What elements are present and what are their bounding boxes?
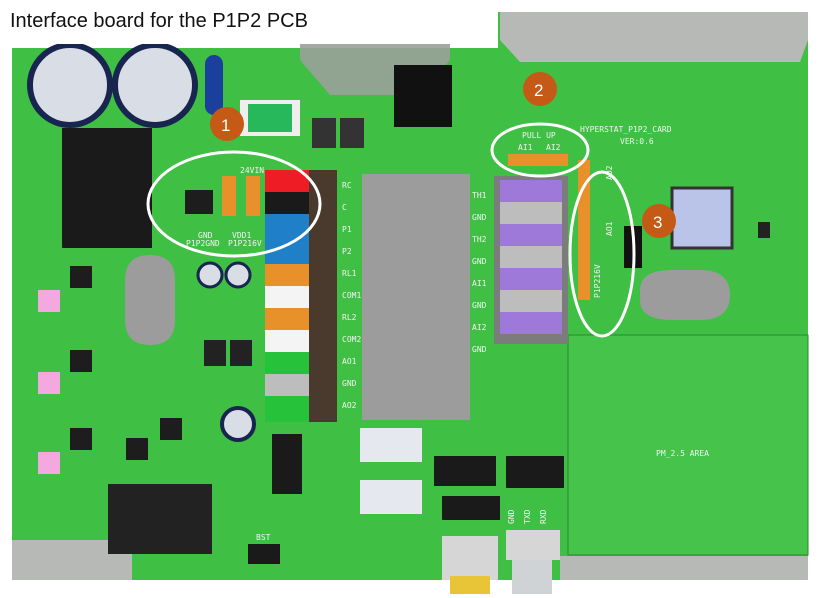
pin-header [108,484,212,554]
callout-2-text: 2 [534,81,543,100]
pm25-area [567,334,809,556]
label-p1p216v: P1P216V [228,239,262,248]
label-vdd1: VDD1 [232,231,251,240]
chip [394,65,452,127]
caption: Interface board for the P1P2 PCB [10,10,308,32]
board-cutout [640,270,730,320]
terminal-label-rl1: RL1 [342,269,357,278]
label-p1p216v-header: P1P216V [593,264,602,298]
terminal-label-rc: RC [342,181,352,190]
terminal-label-com2: COM2 [342,335,361,344]
pullup-ai2: AI2 [546,143,561,152]
terminal-label-p2: P2 [342,247,352,256]
label-gnd-bottom: GND [507,509,516,524]
terminal-label-ao2: AO2 [342,401,357,410]
mcu-chip [670,186,734,250]
terminal-label-ao1: AO1 [342,357,357,366]
board-edge [500,12,808,62]
capacitor [27,42,223,128]
left-terminal-block [265,170,337,422]
terminal-label-gnd-2: GND [472,257,487,266]
terminal-label-ai1: AI1 [472,279,487,288]
terminal-label-gnd-1: GND [472,213,487,222]
label-rxd: RXD [539,509,548,524]
terminal-label-c: C [342,203,347,212]
label-p1p2gnd: P1P2GND [186,239,220,248]
right-terminal-block [494,176,568,344]
caption-box: Interface board for the P1P2 PCB [0,0,498,44]
label-gnd-power: GND [198,231,213,240]
terminal-label-p1: P1 [342,225,352,234]
terminal-label-rl2: RL2 [342,313,357,322]
terminal-label-gnd-3: GND [472,301,487,310]
annotation-ellipse-pullup [490,122,590,178]
pullup-label: PULL UP [522,131,556,140]
callout-badge-3: 3 [642,204,676,238]
annotation-ellipse-power [146,150,322,258]
board-version: VER:0.6 [620,137,654,146]
pullup-ai1: AI1 [518,143,533,152]
callout-badge-1: 1 [210,107,244,141]
terminal-label-gnd: GND [342,379,357,388]
bst-label: BST [256,533,271,542]
display-cutout [362,174,470,420]
terminal-label-th2: TH2 [472,235,487,244]
power-header [222,176,260,216]
terminal-label-gnd-4: GND [472,345,487,354]
callout-badge-2: 2 [523,72,557,106]
annotation-ellipse-header [568,170,636,338]
label-24vin: 24VIN [240,166,264,175]
callout-3-text: 3 [653,213,662,232]
board-name: HYPERSTAT_P1P2_CARD [580,125,672,134]
pm25-label: PM_2.5 AREA [656,449,709,458]
label-txd: TXD [523,509,532,524]
pullup-header [508,154,568,166]
label-ao1-header: AO1 [605,221,614,236]
terminal-label-ai2: AI2 [472,323,487,332]
callout-1-text: 1 [221,116,230,135]
chip [62,128,152,248]
terminal-label-th1: TH1 [472,191,487,200]
terminal-label-com1: COM1 [342,291,361,300]
board-notch [560,556,808,580]
